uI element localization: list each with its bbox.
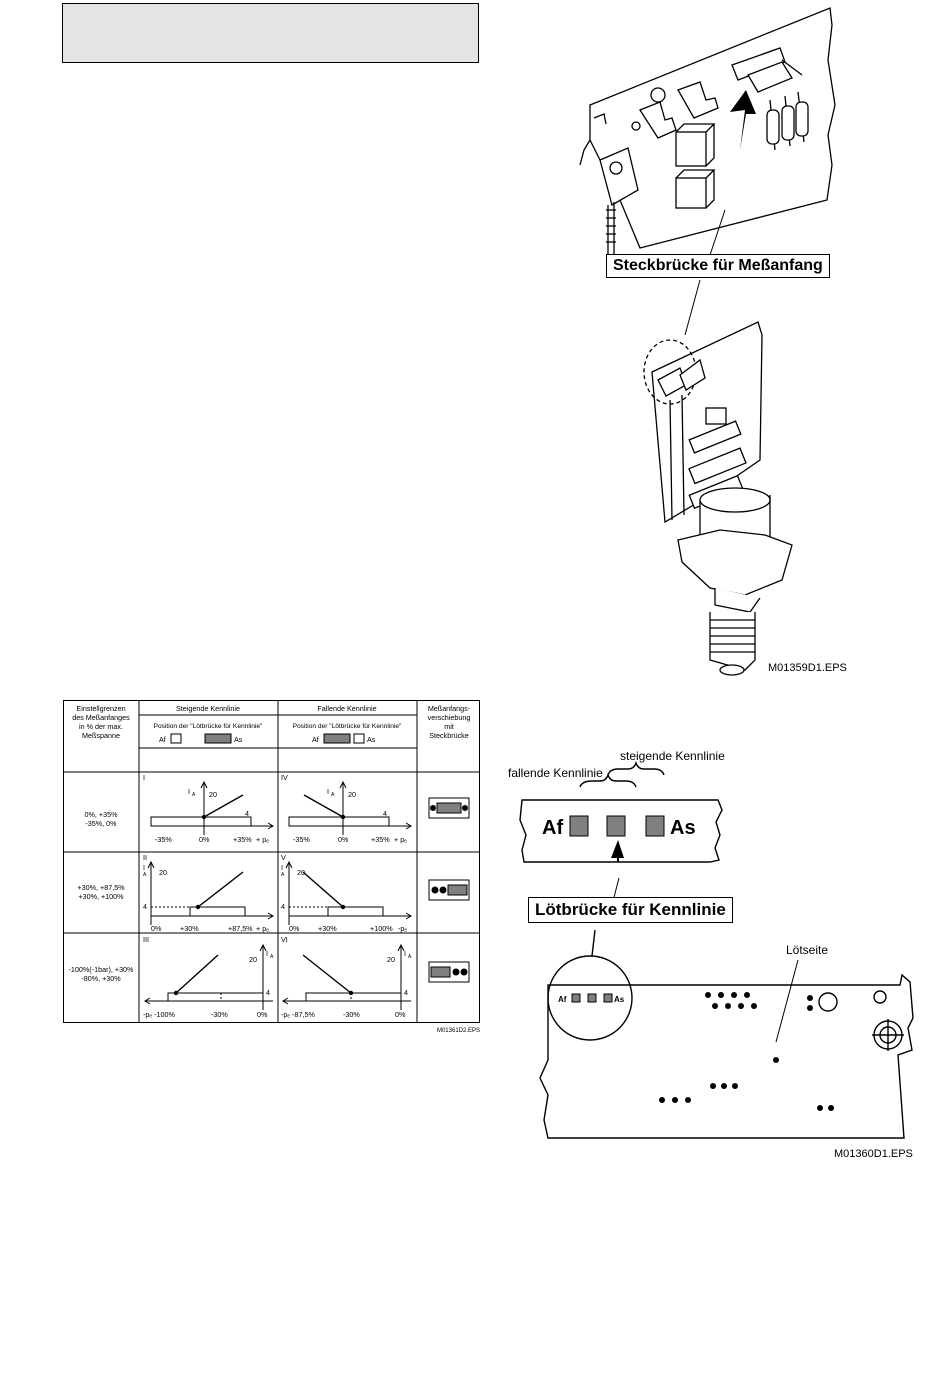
row2-tick1-falling: 0% [289, 924, 300, 933]
row2-axis-falling: -pₑ [398, 924, 407, 933]
row3-roman-falling: VI [281, 935, 288, 944]
row2-v20-falling: 20 [297, 868, 305, 877]
row3-tick1-falling: -pₑ -87,5% [281, 1010, 315, 1019]
row2-limit-1: +30%, +87,5% [77, 883, 125, 892]
header-col1-l3: in % der max. [79, 722, 123, 731]
figure-filename-2: M01360D1.EPS [834, 1148, 913, 1160]
row3-ia-sub-rising: A [270, 954, 274, 960]
row1-roman-rising: I [143, 773, 145, 782]
row3-ia-rising: I [266, 949, 268, 958]
row3-limit-2: -80%, +30% [81, 974, 121, 983]
row1-tick1-falling: -35% [293, 835, 310, 844]
row2-roman-falling: V [281, 853, 286, 862]
header-col4-l2: verschiebung [428, 713, 471, 722]
header-col1-l2: des Meßanfanges [72, 713, 130, 722]
header-box [62, 3, 479, 63]
row1-tick2-falling: 0% [338, 835, 349, 844]
row2-tick1-rising: 0% [151, 924, 162, 933]
row3-v4-falling: 4 [404, 988, 408, 997]
header-col4-l4: Steckbrücke [429, 731, 469, 740]
row1-tick3-falling: +35% [371, 835, 390, 844]
row1-axis-rising: + pₑ [256, 835, 269, 844]
board-af-label: Af [558, 995, 567, 1004]
row3-v20-falling: 20 [387, 955, 395, 964]
callout-loetbruecke: Lötbrücke für Kennlinie [528, 897, 733, 923]
af-label-rising: Af [159, 735, 166, 744]
row2-ia-sub-rising: A [143, 872, 147, 878]
row1-ia-sub-falling: A [331, 792, 335, 798]
row1-roman-falling: IV [281, 773, 288, 782]
row2-v4-rising: 4 [143, 902, 147, 911]
position-label-rising: Position der "Lötbrücke für Kennlinie" [154, 723, 263, 730]
table-filename: M01361D2.EPS [437, 1028, 480, 1034]
row1-ia-sub-rising: A [192, 792, 196, 798]
row3-tick2-rising: -30% [211, 1010, 228, 1019]
label-fallende: fallende Kennlinie [508, 766, 603, 780]
row2-axis-rising: + pₑ [256, 924, 269, 933]
header-rising: Steigende Kennlinie [176, 704, 240, 713]
callout-steckbruecke: Steckbrücke für Meßanfang [606, 254, 830, 278]
header-col4-l3: mit [444, 722, 454, 731]
position-label-falling: Position der "Lötbrücke für Kennlinie" [293, 723, 402, 730]
as-label-rising: As [234, 735, 243, 744]
row2-v20-rising: 20 [159, 868, 167, 877]
pcb-illustration [579, 7, 836, 676]
zoom-af-label: Af [542, 817, 563, 839]
kennlinie-table: Einstellgrenzen des Meßanfanges in % der… [63, 700, 480, 1034]
row3-tick3-falling: 0% [395, 1010, 406, 1019]
row3-v4-rising: 4 [266, 988, 270, 997]
as-label-falling: As [367, 735, 376, 744]
board-as-label: As [614, 995, 625, 1004]
af-label-falling: Af [312, 735, 319, 744]
label-loetseite: Lötseite [786, 943, 829, 957]
row2-v4-falling: 4 [281, 902, 285, 911]
row3-roman-rising: III [143, 935, 149, 944]
row1-tick2-rising: 0% [199, 835, 210, 844]
row3-ia-sub-falling: A [408, 954, 412, 960]
row1-v4-falling: 4 [383, 809, 387, 818]
row1-v4-rising: 4 [245, 809, 249, 818]
row2-tick3-falling: +100% [370, 924, 393, 933]
label-steigende: steigende Kennlinie [620, 749, 725, 763]
row3-limit-1: -100%(-1bar), +30% [69, 965, 135, 974]
row1-ia-rising: I [188, 787, 190, 796]
row3-tick3-rising: 0% [257, 1010, 268, 1019]
row3-v20-rising: 20 [249, 955, 257, 964]
row1-tick3-rising: +35% [233, 835, 252, 844]
header-col1-l4: Meßspanne [82, 731, 120, 740]
row2-tick3-rising: +87,5% [228, 924, 253, 933]
row2-ia-sub-falling: A [281, 872, 285, 878]
row1-limit-1: 0%, +35% [85, 810, 119, 819]
row1-limit-2: -35%, 0% [85, 819, 117, 828]
row3-tick1-rising: -pₑ -100% [143, 1010, 175, 1019]
figure-filename-1: M01359D1.EPS [768, 662, 847, 674]
row2-tick2-falling: +30% [318, 924, 337, 933]
row2-tick2-rising: +30% [180, 924, 199, 933]
row1-tick1-rising: -35% [155, 835, 172, 844]
row2-ia-falling: I [281, 863, 283, 872]
row2-ia-rising: I [143, 863, 145, 872]
row1-v20-rising: 20 [209, 790, 217, 799]
row2-roman-rising: II [143, 853, 147, 862]
solder-bridge-illustration: Af As Af As [519, 760, 914, 1139]
header-col4-l1: Meßanfangs- [428, 704, 471, 713]
row1-axis-falling: + pₑ [394, 835, 407, 844]
header-col1-l1: Einstellgrenzen [76, 704, 125, 713]
row1-ia-falling: I [327, 787, 329, 796]
header-falling: Fallende Kennlinie [317, 704, 376, 713]
row3-tick2-falling: -30% [343, 1010, 360, 1019]
zoom-as-label: As [670, 817, 696, 839]
row1-v20-falling: 20 [348, 790, 356, 799]
row2-limit-2: +30%, +100% [78, 892, 124, 901]
row3-ia-falling: I [404, 949, 406, 958]
